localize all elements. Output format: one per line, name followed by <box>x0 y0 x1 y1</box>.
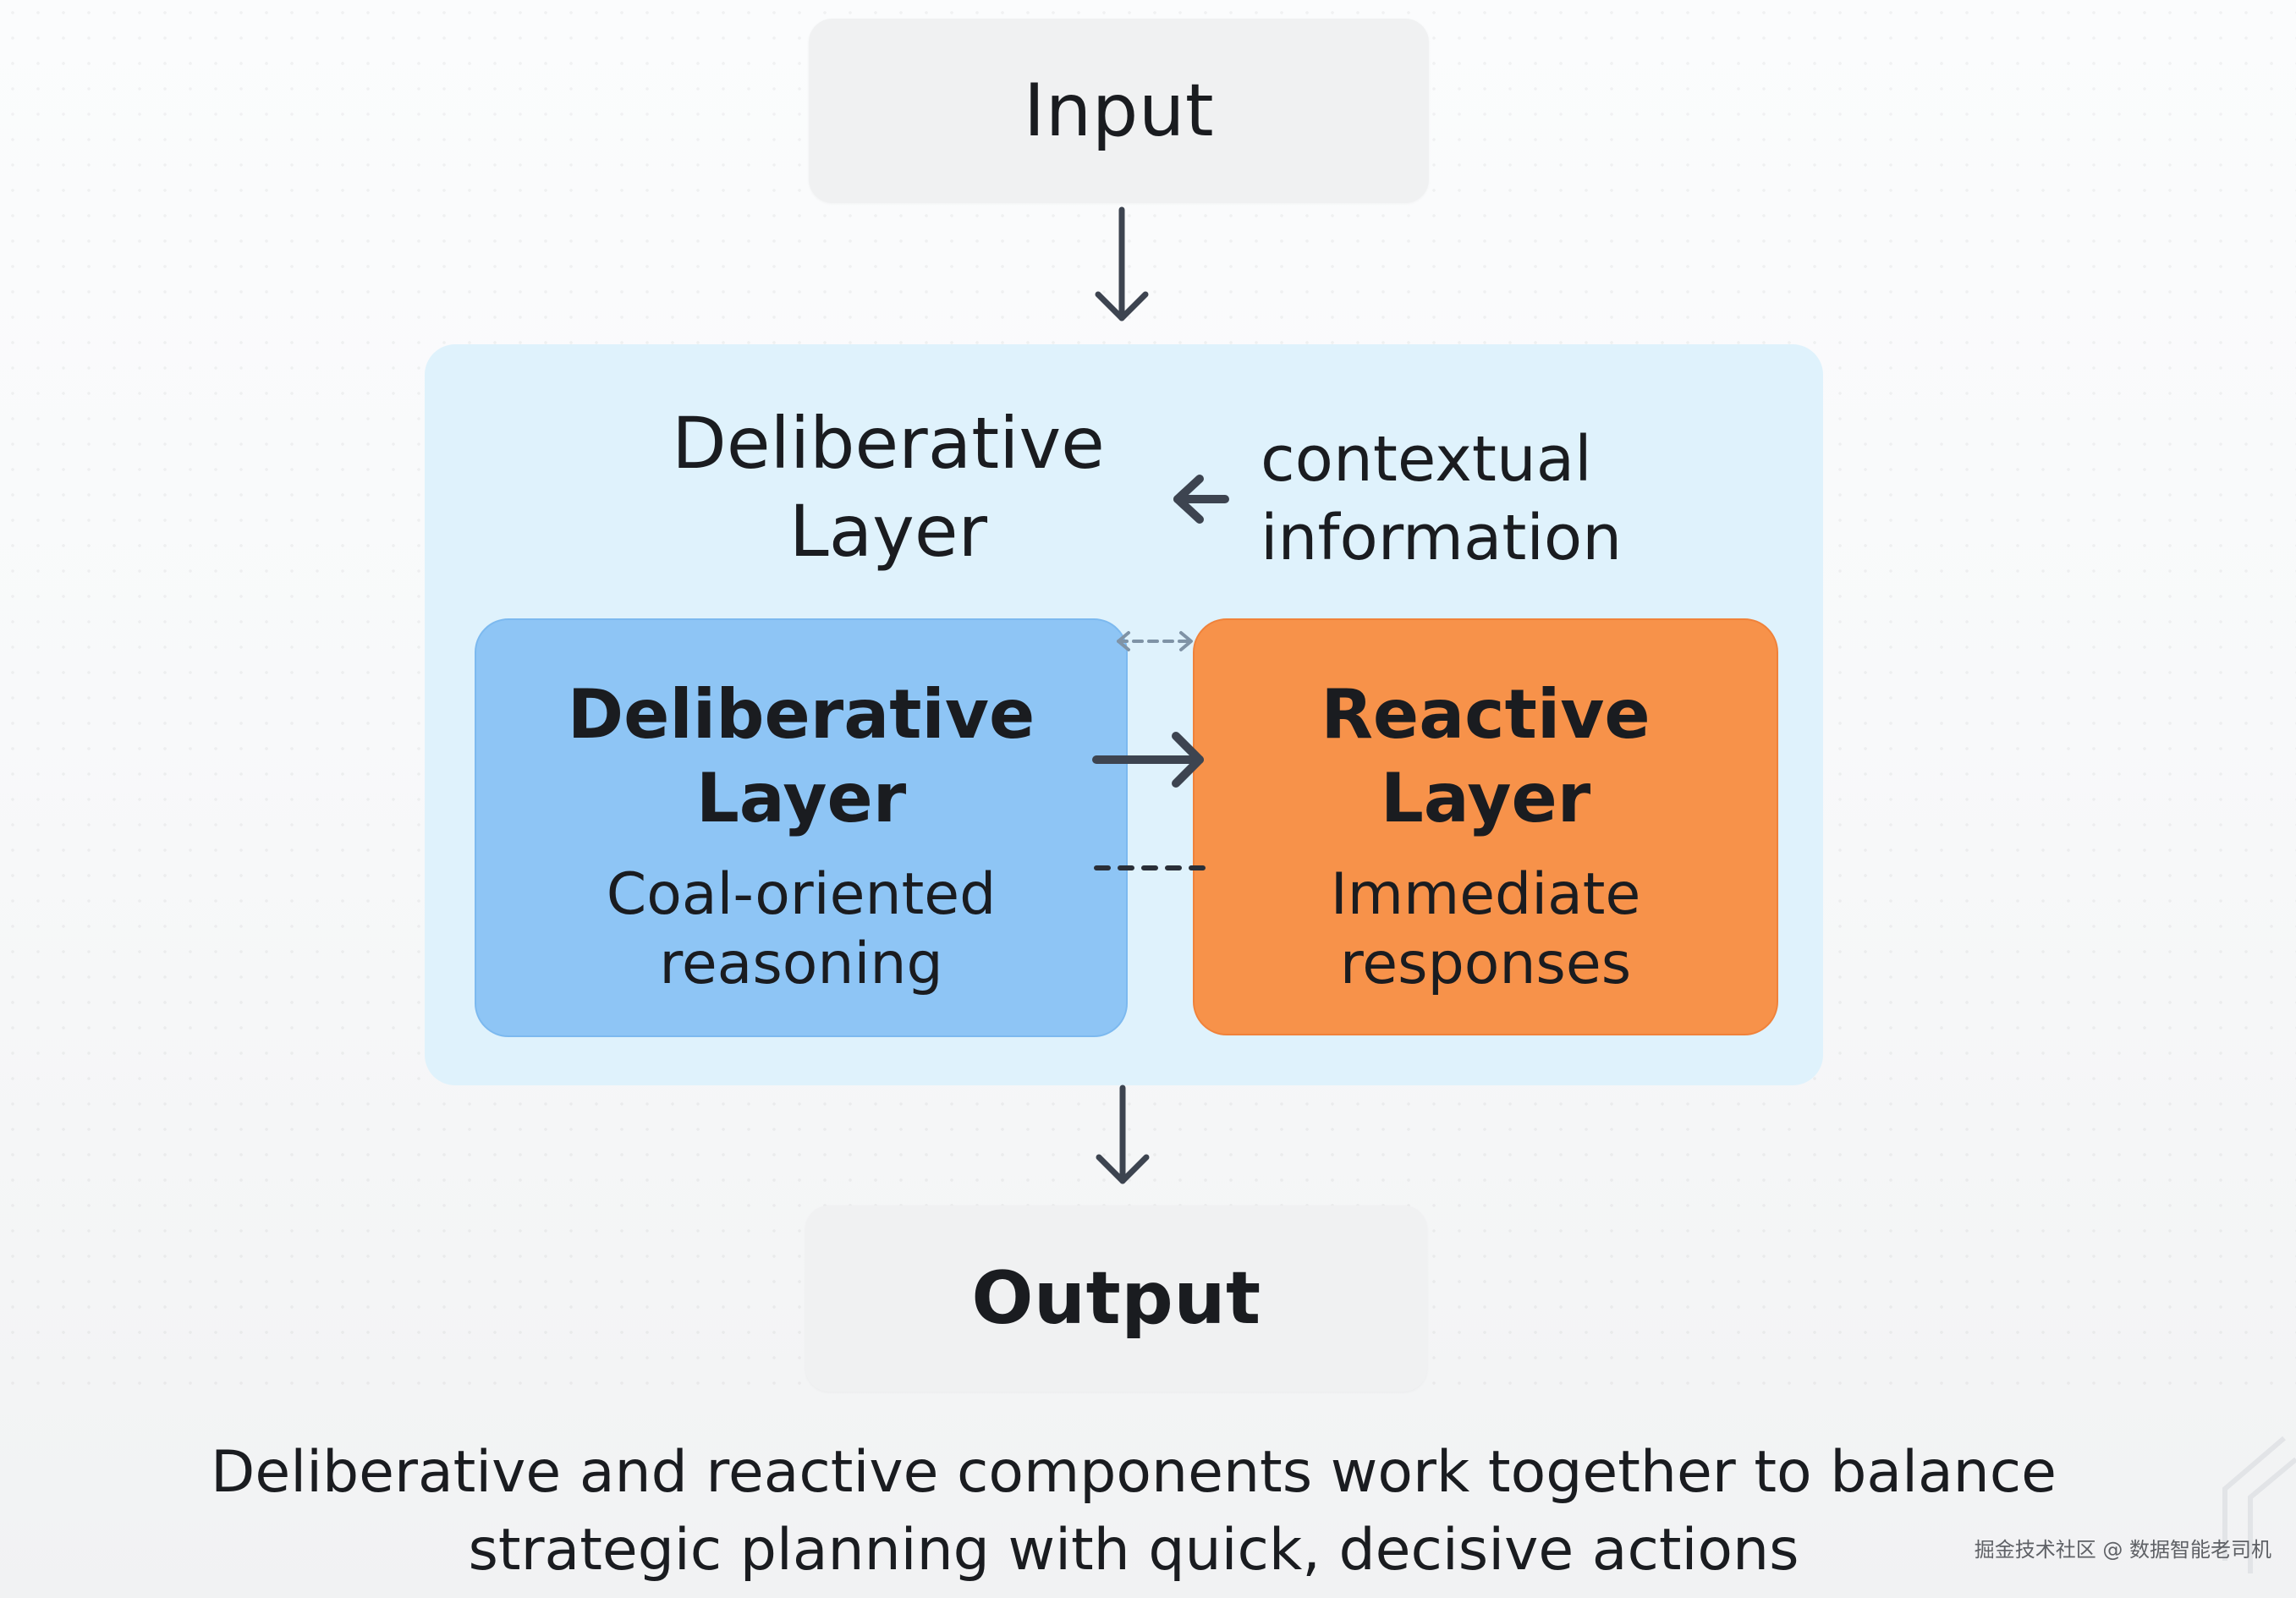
input-to-container-arrow <box>1095 206 1149 321</box>
reactive-layer-node: Reactive Layer Immediate responses <box>1193 618 1778 1035</box>
contextual-information-arrow <box>1173 475 1229 524</box>
input-label: Input <box>1023 69 1215 153</box>
container-title-line1: Deliberative <box>672 402 1105 485</box>
deliberative-title-line2: Layer <box>695 759 907 838</box>
contextual-information-label: contextual information <box>1261 420 1667 578</box>
deliberative-sub-line2: reasoning <box>659 930 943 997</box>
context-label-line2: information <box>1261 502 1623 575</box>
deliberative-title-line1: Deliberative <box>567 675 1035 754</box>
container-title-line2: Layer <box>788 490 988 574</box>
caption-line1: Deliberative and reactive components wor… <box>211 1439 2057 1506</box>
reactive-sub-line2: responses <box>1339 930 1632 997</box>
container-title: Deliberative Layer <box>668 399 1108 575</box>
deliberative-layer-title: Deliberative Layer <box>476 673 1126 840</box>
output-node: Output <box>805 1205 1427 1392</box>
reactive-sub-line1: Immediate <box>1330 861 1641 928</box>
input-node: Input <box>809 19 1429 203</box>
reactive-layer-description: Immediate responses <box>1195 860 1777 998</box>
deliberative-sub-line1: Coal-oriented <box>606 861 997 928</box>
deliberative-to-reactive-arrow <box>1092 732 1204 788</box>
caption-line2: strategic planning with quick, decisive … <box>468 1516 1799 1584</box>
bidirectional-dashed-arrow <box>1117 631 1193 651</box>
context-label-line1: contextual <box>1261 423 1592 496</box>
reactive-layer-title: Reactive Layer <box>1195 673 1777 840</box>
output-label: Output <box>971 1256 1261 1341</box>
corner-decoration <box>2222 1436 2296 1573</box>
reactive-title-line2: Layer <box>1380 759 1591 838</box>
deliberative-layer-description: Coal-oriented reasoning <box>476 860 1126 998</box>
diagram-caption: Deliberative and reactive components wor… <box>85 1434 2183 1590</box>
reactive-title-line1: Reactive <box>1321 675 1651 754</box>
container-to-output-arrow <box>1096 1085 1150 1184</box>
watermark-text: 掘金技术社区 @ 数据智能老司机 <box>1974 1538 2271 1562</box>
deliberative-layer-node: Deliberative Layer Coal-oriented reasoni… <box>475 618 1128 1037</box>
